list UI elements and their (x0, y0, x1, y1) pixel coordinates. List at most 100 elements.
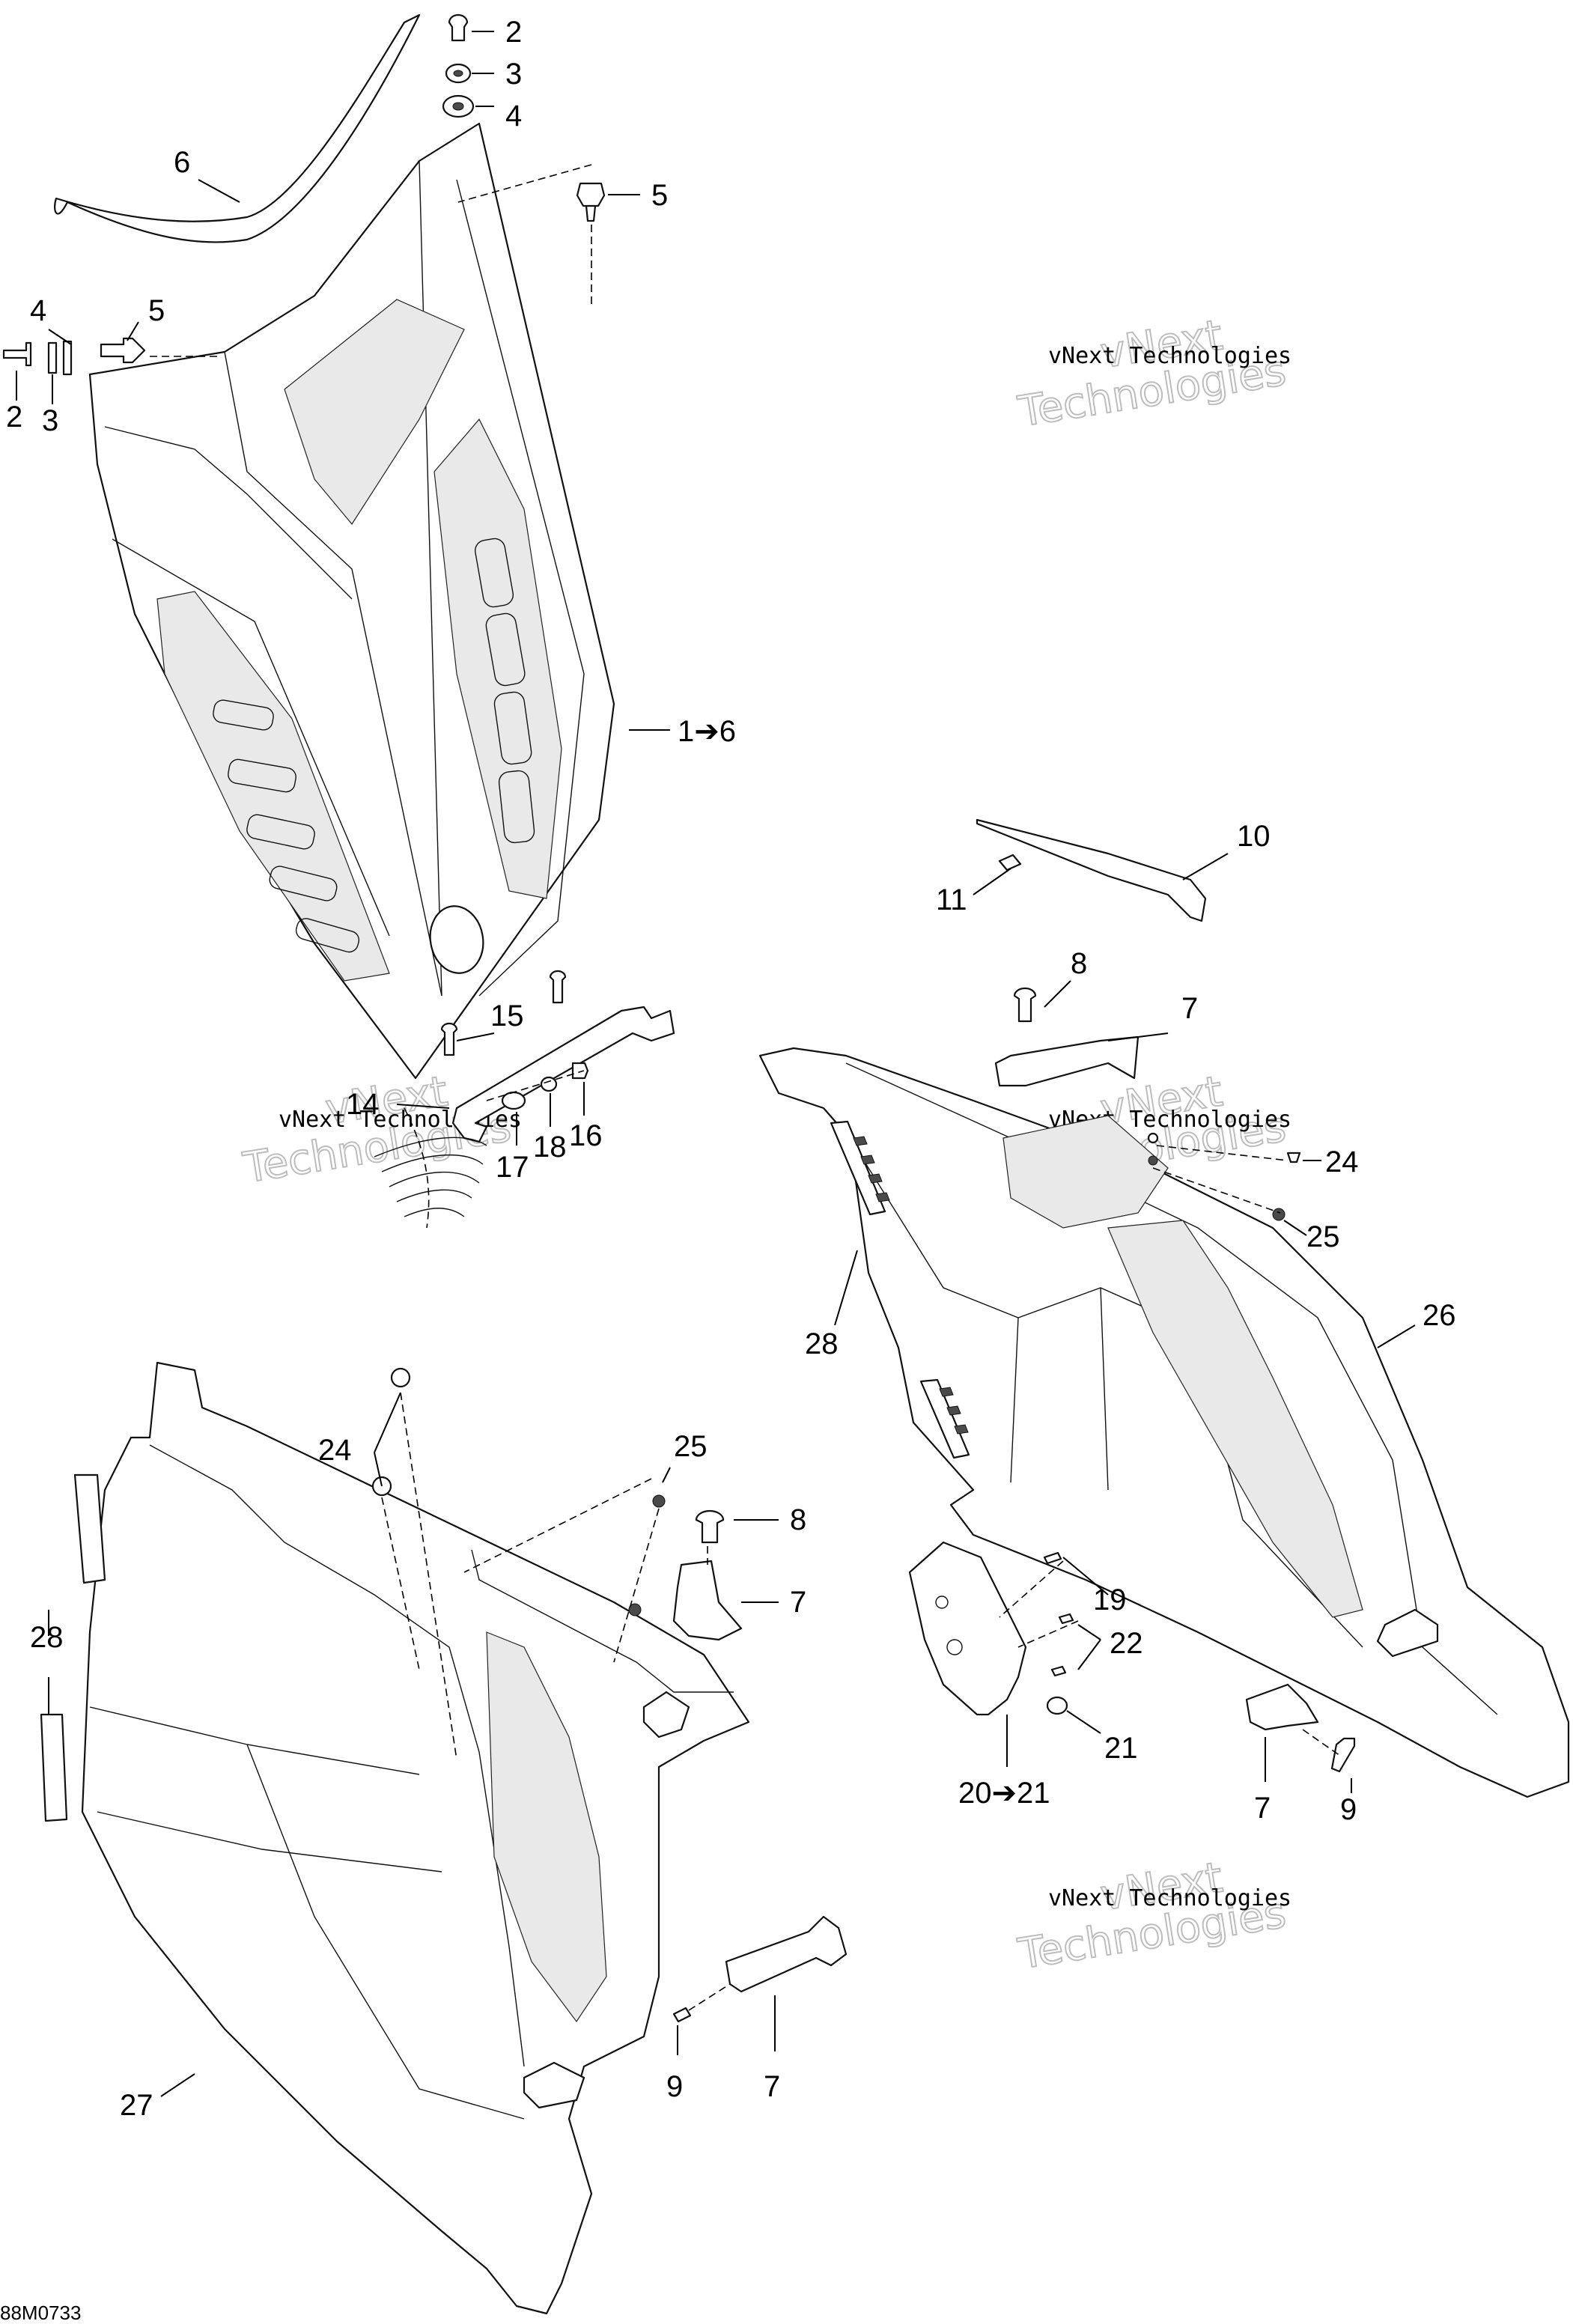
leader-lines (16, 31, 1416, 2097)
callout-24: 24 (318, 1434, 352, 1467)
nut-icon (1046, 1696, 1068, 1715)
screw-icon (1050, 1665, 1067, 1677)
screw-icon (448, 13, 469, 42)
windshield-trim-strip (54, 13, 421, 243)
screw-icon (2, 341, 32, 367)
watermark-text: vNext Technologies (1048, 1885, 1291, 1911)
side-panel-27 (81, 1361, 750, 2315)
screw-icon (1013, 987, 1037, 1023)
mount-bracket-cutouts (935, 1596, 963, 1655)
fastener-icon (628, 1603, 642, 1616)
callout-11: 11 (936, 883, 967, 916)
screw-icon (695, 1509, 725, 1544)
edge-strip-28 (73, 1473, 106, 1584)
screw-icon (440, 1022, 458, 1056)
callout-21: 21 (1104, 1732, 1138, 1765)
grip-handle-icon (672, 1560, 743, 1641)
callout-2: 2 (505, 16, 522, 49)
callout-9: 9 (666, 2070, 683, 2103)
callout-24: 24 (1325, 1146, 1359, 1178)
right-side-panel (758, 987, 1570, 1798)
callout-16: 16 (569, 1119, 603, 1152)
side-panel-vent (1107, 1220, 1363, 1618)
hinge-tab-icon (1376, 1608, 1439, 1658)
fastener-dash-line (1152, 1145, 1288, 1214)
screw-icon (1330, 1737, 1356, 1773)
watermark-top-right: vNext Technologies (1014, 310, 1289, 437)
upper-trim-panel (976, 818, 1207, 922)
callout-10: 10 (1237, 820, 1271, 853)
rivet-icon (576, 182, 606, 222)
callout-20-to-21: 20➔21 (958, 1777, 1050, 1810)
hood-louvers-right (475, 538, 535, 844)
callout-3: 3 (505, 58, 522, 91)
callout-15: 15 (490, 1000, 524, 1032)
callout-7: 7 (1254, 1792, 1271, 1825)
edge-strip-28 (919, 1378, 970, 1459)
clip-icon (998, 854, 1022, 872)
callout-17: 17 (496, 1151, 529, 1184)
pin-icon (1286, 1152, 1301, 1163)
fastener-stack-left (2, 337, 221, 376)
watermark-text: vNext Technologies (1048, 343, 1291, 369)
edge-strip-28 (40, 1713, 68, 1822)
callout-7: 7 (790, 1586, 806, 1619)
hood-latch-bracket (374, 970, 675, 1229)
callout-28: 28 (805, 1327, 839, 1360)
hood-ridge-right (456, 179, 585, 997)
callout-9: 9 (1340, 1793, 1357, 1826)
fastener-icon (1147, 1132, 1159, 1144)
hood-panel (88, 122, 615, 1080)
screw-icon (549, 970, 567, 1004)
callout-5: 5 (651, 179, 668, 212)
callout-labels: 2 3 4 5 6 4 5 2 3 1➔6 10 11 8 7 15 14 16… (6, 16, 1456, 2122)
hood-round-cutout (429, 905, 484, 974)
callout-18: 18 (533, 1131, 567, 1163)
fastener-icon (1148, 1155, 1158, 1166)
callout-27: 27 (120, 2089, 153, 2122)
callout-22: 22 (1110, 1627, 1143, 1660)
callout-7: 7 (764, 2070, 780, 2103)
callout-25: 25 (674, 1430, 708, 1463)
grip-handle-icon (1245, 1683, 1319, 1731)
callout-25: 25 (1306, 1220, 1340, 1253)
callout-4: 4 (30, 294, 46, 327)
callout-4: 4 (505, 100, 522, 133)
side-panel-26 (758, 1047, 1570, 1798)
bracket-dash-line (404, 1070, 585, 1229)
callout-1-to-6: 1➔6 (678, 715, 736, 748)
strip-teeth (853, 1136, 969, 1435)
hood-vent-left (156, 591, 390, 982)
screw-icon (1058, 1613, 1074, 1625)
fastener-dash-line (381, 1392, 660, 1760)
washer-inner-icon (452, 102, 464, 111)
hinge-tab-icon (642, 1691, 690, 1739)
edge-strip-28 (830, 1120, 886, 1216)
hood-top-recess (284, 299, 465, 526)
side-panel-ridge (89, 1444, 525, 2120)
fastener-icon (1272, 1208, 1286, 1221)
callout-8: 8 (790, 1503, 806, 1536)
trim-panel-10 (976, 818, 1207, 922)
washer-icon (501, 1091, 526, 1110)
side-panel-edge (471, 1549, 734, 1693)
side-panel-ridge (845, 1062, 1498, 1715)
left-side-panel (40, 1361, 848, 2315)
callout-5: 5 (148, 294, 165, 327)
callout-6: 6 (174, 146, 190, 179)
washer-icon (47, 341, 58, 374)
diagram-code: 88M0733 (0, 2302, 81, 2324)
rivet-dash-line (457, 164, 592, 307)
hood-outline (88, 122, 615, 1080)
washer-inner-icon (453, 70, 463, 77)
hood-side-ridge (104, 426, 390, 937)
callout-28: 28 (30, 1621, 64, 1654)
screw-icon (672, 2007, 692, 2023)
callout-3: 3 (42, 404, 58, 437)
bracket-dash-line (999, 1560, 1079, 1648)
rivet-icon (100, 337, 146, 364)
fastener-stack-top (442, 13, 606, 307)
hinge-tab-icon (523, 2061, 585, 2109)
screw-icon (1043, 1551, 1062, 1565)
